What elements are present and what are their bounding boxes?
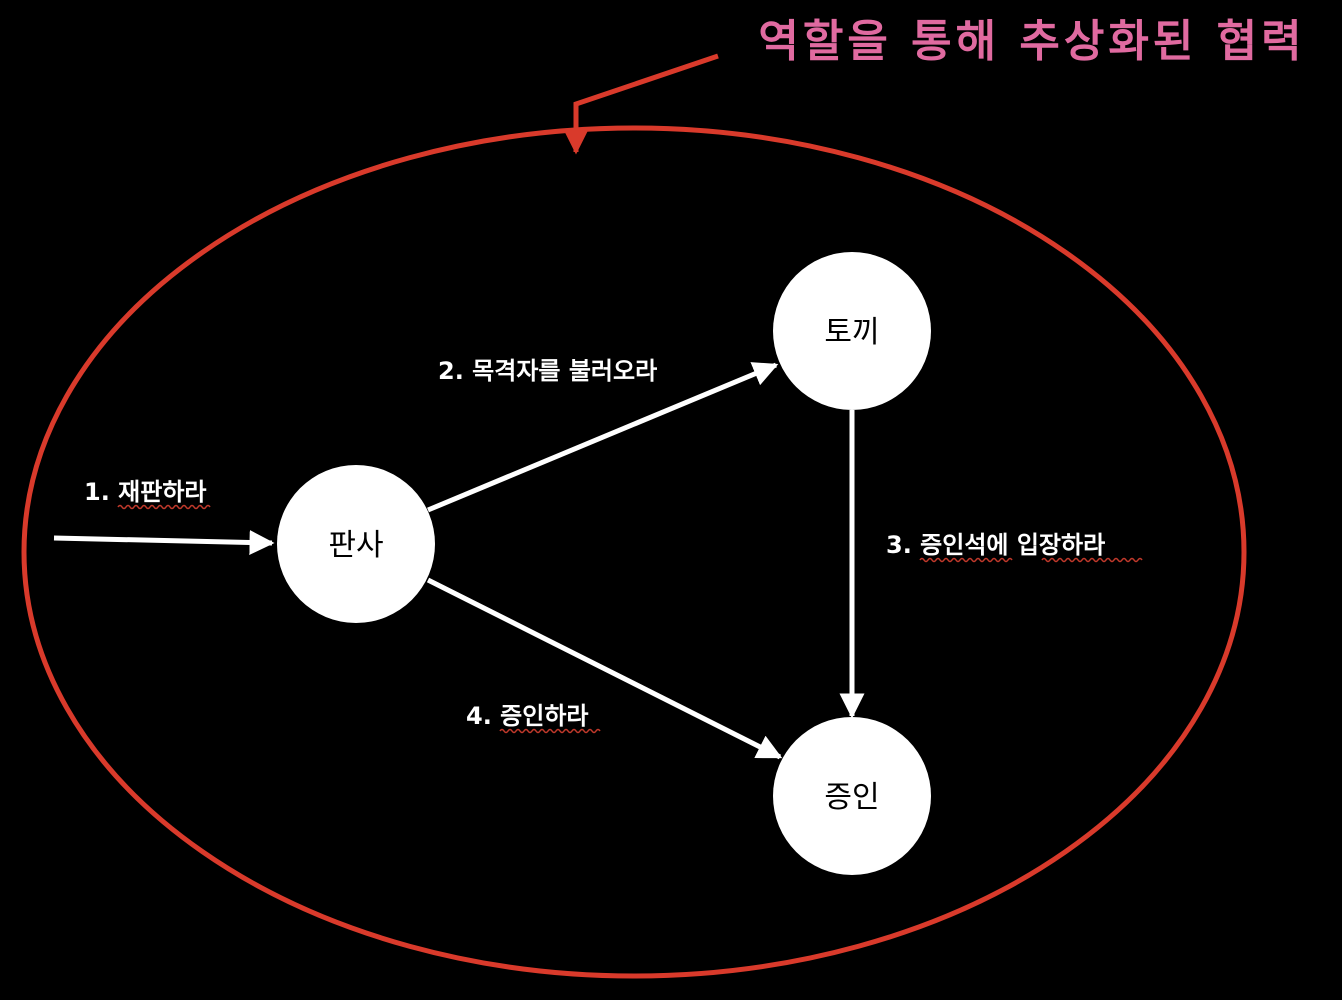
title-pointer-arrow — [563, 53, 719, 155]
node-judge-label: 판사 — [328, 528, 383, 563]
edge-step2-arrow — [427, 362, 779, 513]
edge-step4-label: 4. 증인하라 — [466, 702, 589, 730]
edge-step1-label: 1. 재판하라 — [84, 478, 207, 506]
spellcheck-underline — [499, 728, 601, 734]
node-rabbit-label: 토끼 — [824, 315, 879, 350]
spellcheck-underline — [1041, 557, 1143, 563]
node-judge: 판사 — [277, 465, 435, 623]
edge-step2-label: 2. 목격자를 불러오라 — [438, 357, 657, 385]
node-witness-label: 증인 — [824, 780, 879, 815]
spellcheck-underline — [117, 504, 211, 510]
edge-step1-arrow — [53, 529, 275, 555]
collaboration-boundary — [21, 125, 1247, 979]
node-rabbit: 토끼 — [773, 252, 931, 410]
spellcheck-underline — [919, 557, 1013, 563]
diagram-title: 역할을 통해 추상화된 협력 — [758, 16, 1305, 67]
edge-step4-arrow — [426, 577, 783, 760]
edge-step3-label: 3. 증인석에 입장하라 — [886, 531, 1105, 559]
node-witness: 증인 — [773, 717, 931, 875]
